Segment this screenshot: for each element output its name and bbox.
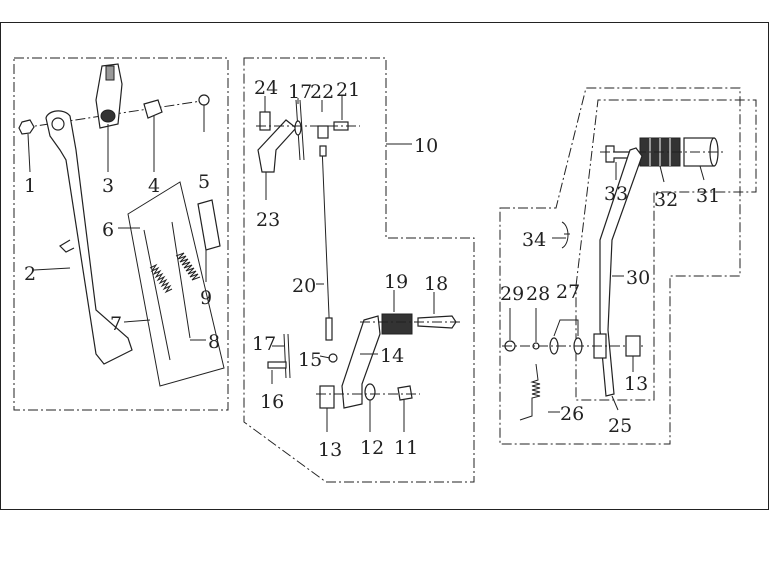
part-1-nut <box>18 119 35 135</box>
callout-4: 4 <box>148 175 160 197</box>
callout-3: 3 <box>102 175 114 197</box>
callout-13-shift: 13 <box>624 373 648 395</box>
callout-9: 9 <box>200 287 212 309</box>
callout-20: 20 <box>292 275 316 297</box>
callout-33: 33 <box>604 183 628 205</box>
part-6-panel <box>127 181 225 387</box>
callout-26: 26 <box>560 403 584 425</box>
part-23-lever <box>257 119 297 173</box>
part-9-sleeve <box>197 199 221 251</box>
part-11-bolt <box>397 385 413 401</box>
callout-17-upper: 17 <box>288 81 312 103</box>
callout-14: 14 <box>380 345 404 367</box>
part-13-shift-bushing <box>625 335 641 357</box>
callout-15: 15 <box>298 349 322 371</box>
part-20-rod <box>321 145 331 341</box>
gear-shift-outer-boundary <box>499 87 741 445</box>
part-16-pin <box>267 361 287 369</box>
callout-1: 1 <box>24 175 36 197</box>
callout-32: 32 <box>654 189 678 211</box>
callout-5: 5 <box>198 171 210 193</box>
part-34-clip <box>561 221 570 249</box>
callout-18: 18 <box>424 273 448 295</box>
callout-34: 34 <box>522 229 546 251</box>
callout-31: 31 <box>696 185 720 207</box>
part-26-spring <box>519 363 541 421</box>
part-17-cotter-bottom <box>283 333 291 379</box>
callout-16: 16 <box>260 391 284 413</box>
gear-shift-group: 25 26 27 28 29 30 31 32 33 34 13 <box>499 87 757 445</box>
side-stand-group: 1 2 3 4 5 6 7 8 9 <box>13 57 229 411</box>
callout-28: 28 <box>526 283 550 305</box>
callout-11: 11 <box>394 437 418 459</box>
part-4-collar <box>143 99 163 119</box>
callout-13-pedal: 13 <box>318 439 342 461</box>
callout-2: 2 <box>24 263 36 285</box>
callout-12: 12 <box>360 437 384 459</box>
callout-19: 19 <box>384 271 408 293</box>
callout-17-lower: 17 <box>252 333 276 355</box>
part-5-bolt <box>198 94 210 106</box>
part-2-side-stand <box>45 110 133 365</box>
gear-shift-inner-boundary <box>575 99 757 401</box>
callout-23: 23 <box>256 209 280 231</box>
callout-27: 27 <box>556 281 580 303</box>
part-22-nut <box>317 125 329 139</box>
callout-7: 7 <box>110 313 122 335</box>
part-8-spring <box>175 252 201 281</box>
part-19-pedal-rubber <box>381 313 413 335</box>
callout-25: 25 <box>608 415 632 437</box>
diagram-frame <box>0 22 769 510</box>
brake-pedal-boundary <box>243 57 475 483</box>
callout-6: 6 <box>102 219 114 241</box>
side-stand-boundary <box>13 57 229 411</box>
part-15-nut <box>328 353 338 363</box>
part-12-washer <box>364 383 376 401</box>
part-30-shift-lever <box>599 147 643 397</box>
part-13-bushing <box>319 385 335 409</box>
callout-22: 22 <box>310 81 334 103</box>
callout-29: 29 <box>500 283 524 305</box>
callout-10: 10 <box>414 135 438 157</box>
callout-8: 8 <box>208 331 220 353</box>
callout-30: 30 <box>626 267 650 289</box>
callout-21: 21 <box>336 79 360 101</box>
part-24-bolt <box>259 111 271 131</box>
callout-24: 24 <box>254 77 278 99</box>
brake-pedal-group: 10 11 12 13 14 15 16 17 17 18 19 20 21 2… <box>243 57 475 483</box>
part-7-spring <box>149 263 173 294</box>
